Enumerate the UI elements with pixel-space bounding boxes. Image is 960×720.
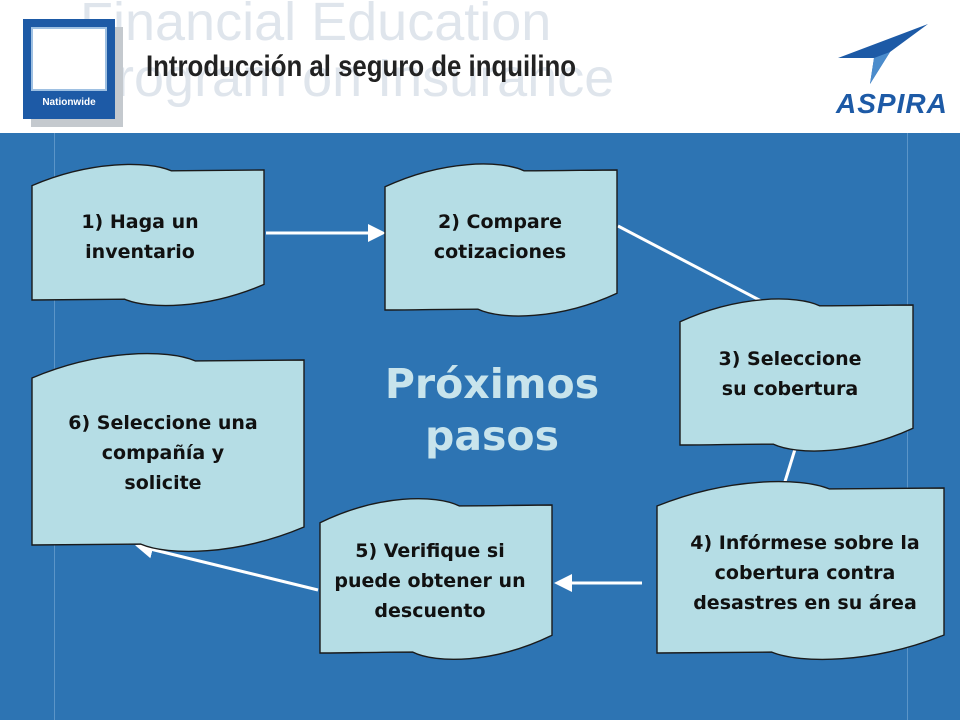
aspira-logo: ASPIRA bbox=[830, 18, 948, 122]
step-4-shape bbox=[656, 480, 945, 661]
arrow-step-5-to-step-6 bbox=[135, 540, 319, 592]
watermark-text: Financial Education Program on Insurance bbox=[80, 0, 615, 108]
aspira-wordmark: ASPIRA bbox=[836, 88, 948, 119]
step-1-label: 1) Haga un inventario bbox=[81, 211, 199, 263]
aspira-bird-icon bbox=[838, 24, 928, 84]
step-6-shape bbox=[31, 352, 305, 553]
step-3-label: 3) Seleccione su cobertura bbox=[718, 348, 862, 400]
header: Financial Education Program on Insurance… bbox=[0, 0, 960, 133]
next-steps-heading: Próximos pasos bbox=[384, 360, 600, 460]
nationwide-wordmark: Nationwide bbox=[42, 97, 96, 108]
step-5-shape bbox=[319, 497, 553, 661]
step-6-label: 6) Seleccione una compañía y solicite bbox=[68, 412, 258, 494]
step-5-label: 5) Verifique si puede obtener un descuen… bbox=[334, 540, 526, 622]
step-3-shape bbox=[679, 298, 914, 452]
nationwide-logo: Nationwide bbox=[23, 19, 123, 127]
step-2-shape bbox=[384, 163, 618, 317]
step-1-shape bbox=[31, 163, 265, 307]
step-4-label: 4) Infórmese sobre la cobertura contra d… bbox=[690, 532, 920, 614]
logo-frame: Nationwide bbox=[23, 19, 115, 119]
step-2-label: 2) Compare cotizaciones bbox=[433, 211, 567, 263]
page-title: Introducción al seguro de inquilino bbox=[146, 50, 577, 83]
shapes-layer bbox=[31, 163, 945, 661]
logo-window bbox=[31, 27, 107, 91]
